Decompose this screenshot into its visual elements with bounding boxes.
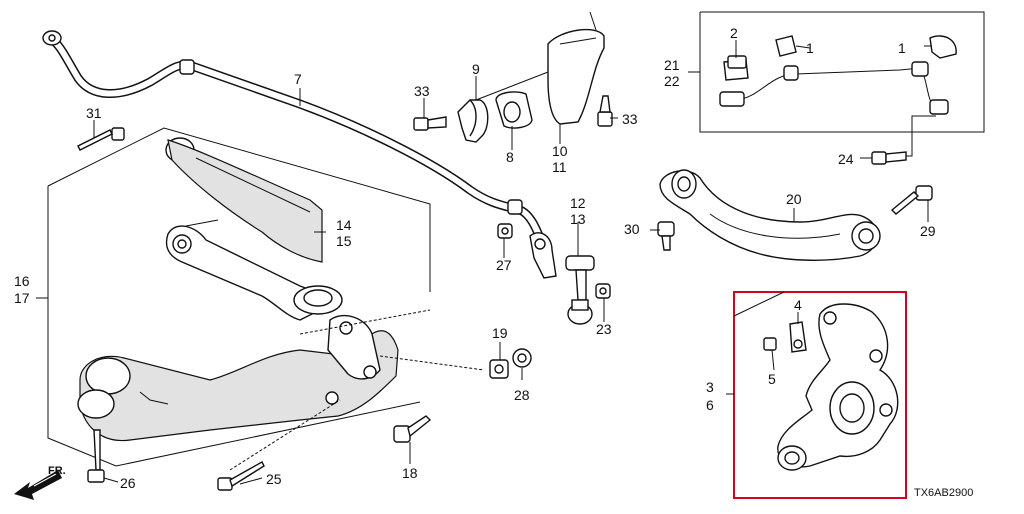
clip-2 [727, 55, 747, 69]
callout-31: 31 [86, 105, 102, 121]
clip-1-right [929, 35, 957, 59]
callout-18: 18 [402, 465, 418, 481]
callout-numbers: 1 1 2 3 4 5 6 7 8 9 10 11 12 13 14 15 16… [14, 25, 936, 491]
knuckle-highlight-box [733, 291, 907, 499]
bolt-18 [393, 415, 432, 443]
bolt-24 [871, 115, 936, 165]
callout-11: 11 [552, 159, 567, 175]
callout-8: 8 [506, 149, 514, 165]
bolt-33-left [413, 116, 447, 131]
nut-27 [497, 223, 513, 239]
lower-arm [77, 315, 399, 442]
callout-4: 4 [794, 297, 802, 313]
callout-25: 25 [266, 471, 282, 487]
bolt-26 [87, 429, 105, 483]
callout-14: 14 [336, 217, 352, 233]
callout-13: 13 [570, 211, 586, 227]
callout-24: 24 [838, 151, 854, 167]
stabilizer-bar [42, 30, 545, 240]
front-direction-arrow: FR. [14, 465, 66, 500]
callout-12: 12 [570, 195, 586, 211]
callout-33-right: 33 [622, 111, 638, 127]
callout-7: 7 [294, 71, 302, 87]
diagram-code: TX6AB2900 [914, 487, 973, 499]
lower-arm-link [165, 225, 343, 321]
callout-28: 28 [514, 387, 530, 403]
sensor-harness-box [699, 11, 985, 133]
front-direction-label: FR. [48, 465, 66, 477]
leader-lines [93, 40, 932, 485]
callout-27: 27 [496, 257, 512, 273]
callout-17: 17 [14, 290, 30, 306]
stabilizer-holder [457, 99, 489, 143]
rear-knuckle [777, 303, 899, 471]
callout-1-right: 1 [898, 40, 906, 56]
callout-5: 5 [768, 371, 776, 387]
bolt-25 [217, 461, 265, 491]
bolt-29 [890, 185, 933, 215]
callout-29: 29 [920, 223, 936, 239]
callout-2: 2 [730, 25, 738, 41]
clip-1-left [775, 35, 797, 57]
lower-arm-cover [165, 137, 323, 263]
lower-arm-assembly-outline [36, 127, 431, 467]
bolt-5 [763, 337, 777, 351]
callout-9: 9 [472, 61, 480, 77]
callout-3: 3 [706, 379, 714, 395]
stabilizer-bushing [495, 91, 533, 129]
callout-10: 10 [552, 143, 568, 159]
callout-15: 15 [336, 233, 352, 249]
wheel-speed-sensor [719, 59, 949, 115]
knuckle-bracket-4 [789, 321, 807, 353]
callout-21: 21 [664, 57, 680, 73]
callout-23: 23 [596, 321, 612, 337]
callout-26: 26 [120, 475, 136, 491]
callout-16: 16 [14, 273, 30, 289]
highlight-frame [733, 291, 907, 499]
nut-19 [489, 359, 509, 379]
stabilizer-bracket [547, 11, 605, 125]
callout-1-left: 1 [806, 40, 814, 56]
callout-30: 30 [624, 221, 640, 237]
bolt-33-right [597, 95, 613, 127]
nut-28 [512, 348, 532, 368]
upper-arm [659, 169, 881, 261]
bolt-31 [77, 127, 125, 151]
callout-20: 20 [786, 191, 802, 207]
callout-33-left: 33 [414, 83, 430, 99]
nut-23 [595, 283, 611, 299]
callout-19: 19 [492, 325, 508, 341]
callout-22: 22 [664, 73, 680, 89]
stabilizer-link [529, 232, 595, 325]
callout-6: 6 [706, 397, 714, 413]
bolt-30 [657, 221, 675, 251]
